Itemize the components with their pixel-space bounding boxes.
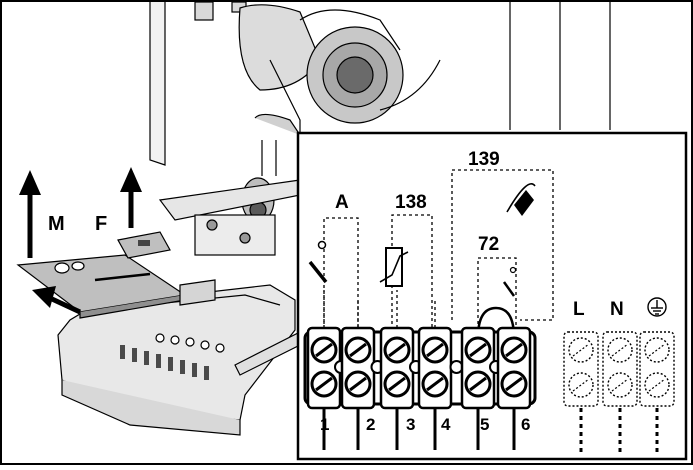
terminal-4-screw-bottom-slot <box>426 376 444 392</box>
label-138: 138 <box>395 192 427 213</box>
label-a: A <box>335 192 349 213</box>
switch-a-icon <box>308 240 328 284</box>
terminal-number-2: 2 <box>366 415 375 434</box>
ntc-sensor-138-icon <box>379 247 409 287</box>
arrow-m-left <box>32 286 82 315</box>
terminal-link-4 <box>449 360 464 374</box>
terminal-1-screw-top-slot <box>315 342 333 358</box>
terminal-number-6: 6 <box>521 415 530 434</box>
earth-icon <box>647 297 667 317</box>
label-n: N <box>610 299 624 320</box>
terminal-3-screw-top-slot <box>388 342 406 358</box>
wiring-inset-panel: A 138 139 72 <box>296 131 688 461</box>
thermostat-72-dashed-wire <box>477 257 517 330</box>
terminal-5-screw-top-slot <box>469 342 487 358</box>
device-139-icon <box>506 183 536 216</box>
terminal-number-1: 1 <box>320 415 329 434</box>
supply-terminal-1-screw-bottom-slot <box>572 378 590 392</box>
terminal-2-screw-top-slot <box>349 342 367 358</box>
supply-terminal-block <box>563 331 675 452</box>
supply-terminal-2-screw-top-slot <box>611 343 629 357</box>
sensor-138-dashed-wire <box>391 214 433 330</box>
terminal-number-5: 5 <box>480 415 489 434</box>
supply-terminal-3-screw-bottom-slot <box>648 378 666 392</box>
thermostat-72-icon <box>502 266 517 297</box>
arrow-f-up <box>120 167 142 228</box>
terminal-6-screw-top-slot <box>505 342 523 358</box>
terminal-number-4: 4 <box>441 415 451 434</box>
supply-terminal-3-screw-top-slot <box>648 343 666 357</box>
label-72: 72 <box>478 234 499 255</box>
supply-terminal-1-screw-top-slot <box>572 343 590 357</box>
terminal-2-screw-bottom-slot <box>349 376 367 392</box>
terminal-6-screw-bottom-slot <box>505 376 523 392</box>
label-f: F <box>95 213 107 235</box>
label-l: L <box>573 299 585 320</box>
jumper-5-6 <box>476 306 516 339</box>
terminal-4-screw-top-slot <box>426 342 444 358</box>
arrow-m-up <box>19 170 41 258</box>
sensor-a-dashed-wire <box>323 217 359 330</box>
terminal-number-3: 3 <box>406 415 415 434</box>
boiler-illustration <box>16 1 611 436</box>
terminal-block <box>303 290 537 450</box>
terminal-3-screw-bottom-slot <box>388 376 406 392</box>
label-m: M <box>48 213 65 235</box>
label-139: 139 <box>468 149 500 170</box>
supply-terminal-2-screw-bottom-slot <box>611 378 629 392</box>
terminal-1-screw-bottom-slot <box>315 376 333 392</box>
terminal-5-screw-bottom-slot <box>469 376 487 392</box>
